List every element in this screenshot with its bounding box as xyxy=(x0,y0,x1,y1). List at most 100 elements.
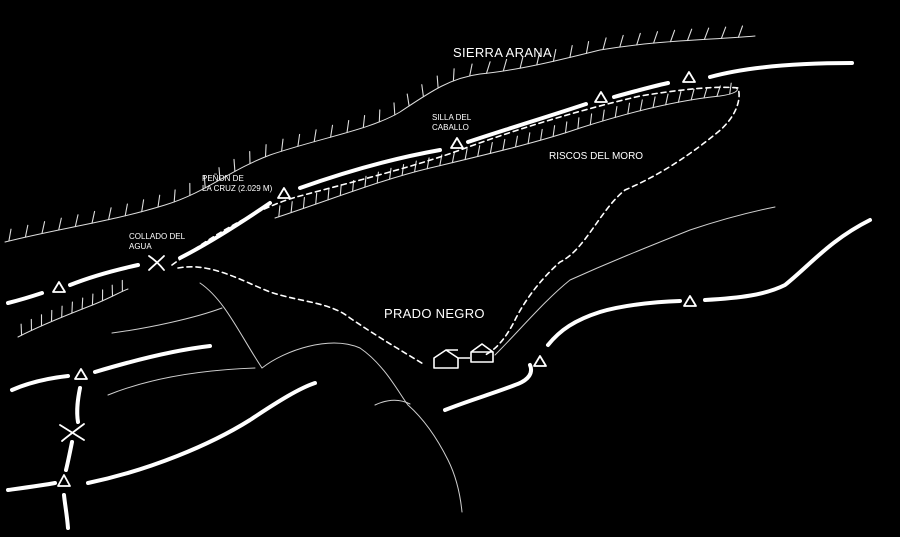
hatch-tick xyxy=(602,109,605,122)
hatch-tick xyxy=(502,138,506,151)
hatch-tick xyxy=(564,121,568,134)
hatch-tick xyxy=(619,34,624,48)
label-penon-de-la-cruz-2: LA CRUZ (2.029 M) xyxy=(202,184,273,193)
label-sierra-arana: SIERRA ARANA xyxy=(453,45,552,60)
stream xyxy=(111,307,223,334)
hatch-tick xyxy=(485,61,491,74)
hatch-tick xyxy=(527,132,531,145)
hatch-tick xyxy=(389,167,392,180)
hatch-tick xyxy=(720,26,727,39)
footpaths xyxy=(171,86,740,366)
hatch-tick xyxy=(426,157,430,170)
house-icon xyxy=(433,349,470,369)
hatch-tick xyxy=(91,293,94,306)
hatch-tick xyxy=(281,138,284,152)
hatch-tick xyxy=(636,32,641,46)
hatch-tick xyxy=(536,52,540,66)
trail-vertical xyxy=(75,386,82,424)
trail xyxy=(86,381,317,485)
label-prado-negro: PRADO NEGRO xyxy=(384,306,485,321)
hatch-tick xyxy=(577,117,580,130)
hatch-tick xyxy=(393,102,396,116)
hatch-tick xyxy=(364,175,367,188)
pass-cross-icon xyxy=(148,255,165,271)
hatch-tick xyxy=(91,210,96,224)
hatch-tick xyxy=(552,48,557,62)
trail xyxy=(443,363,534,412)
hatch-tick xyxy=(614,106,618,118)
trail xyxy=(612,81,670,99)
hatch-tick xyxy=(737,25,744,38)
hatch-tick xyxy=(81,297,84,310)
trail xyxy=(708,61,854,79)
hatch-tick xyxy=(540,128,543,141)
hatch-tick xyxy=(514,135,518,148)
hatch-tick xyxy=(489,142,493,154)
trail xyxy=(298,148,442,190)
hatch-tick xyxy=(313,129,317,143)
label-penon-de-la-cruz-1: PEÑON DE xyxy=(202,174,244,183)
hatch-tick xyxy=(376,171,379,184)
hatch-tick xyxy=(218,167,221,181)
label-silla-del-caballo-2: CABALLO xyxy=(432,123,469,132)
hatch-tick xyxy=(519,55,524,69)
hatch-tick xyxy=(203,175,206,189)
trail xyxy=(178,201,272,260)
hatch-tick xyxy=(378,109,381,123)
hatch-tick xyxy=(729,82,732,95)
hatch-tick xyxy=(264,144,267,158)
trail-vertical xyxy=(64,440,74,472)
trail xyxy=(10,374,70,392)
streams xyxy=(107,206,776,513)
hatch-tick xyxy=(452,68,455,82)
hatch-tick xyxy=(302,196,305,209)
trail xyxy=(6,481,57,492)
hatch-tick xyxy=(653,31,659,44)
hatch-tick xyxy=(589,113,593,126)
triangle-peak-icon xyxy=(57,474,71,487)
pass-cross-icon xyxy=(59,423,85,442)
hatch-tick xyxy=(502,58,508,72)
ridge-lines xyxy=(4,35,756,338)
hatch-tick xyxy=(24,224,29,238)
hatch-tick xyxy=(278,205,281,218)
hatch-tick xyxy=(665,93,669,106)
passes xyxy=(59,255,165,442)
triangle-peak-icon xyxy=(533,355,547,367)
hatch-tick xyxy=(297,133,301,147)
hatch-tick xyxy=(469,63,473,77)
label-collado-del-agua-2: AGUA xyxy=(129,242,152,251)
triangle-peak-icon xyxy=(74,368,88,380)
hatch-tick xyxy=(233,158,236,172)
hatch-tick xyxy=(585,40,590,54)
hatch-tick xyxy=(157,194,161,208)
trail xyxy=(466,102,588,144)
hatch-tick xyxy=(627,102,631,115)
hatch-tick xyxy=(124,203,128,217)
hatch-tick xyxy=(406,93,410,107)
stream xyxy=(107,367,256,396)
ridge-small-west xyxy=(17,288,129,338)
hatch-tick xyxy=(327,188,330,201)
triangle-peak-icon xyxy=(683,295,697,307)
triangle-peak-icon xyxy=(682,71,696,83)
footpath xyxy=(171,86,740,356)
hatch-tick xyxy=(74,214,79,228)
hatch-tick xyxy=(173,189,176,203)
hatch-tick xyxy=(436,75,439,89)
stream xyxy=(374,399,411,406)
hatch-tick xyxy=(569,45,573,58)
ridge-sierra-arana xyxy=(4,35,756,243)
hatch-tick xyxy=(652,96,656,109)
map-labels: SIERRA ARANA SILLA DEL CABALLO RISCOS DE… xyxy=(129,45,643,321)
stream xyxy=(199,282,409,406)
house-icon xyxy=(470,343,494,363)
hatch-tick xyxy=(58,217,62,231)
hatch-tick xyxy=(602,37,607,51)
hatch-tick xyxy=(669,29,676,43)
refuges xyxy=(433,343,494,369)
label-collado-del-agua-1: COLLADO DEL xyxy=(129,232,186,241)
peaks xyxy=(52,71,697,487)
triangle-peak-icon xyxy=(594,91,608,103)
hatch-tick xyxy=(677,91,682,103)
